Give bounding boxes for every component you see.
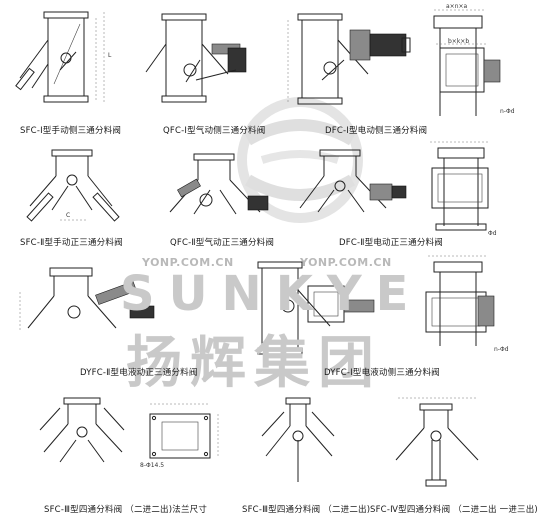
dim-a-n-a: a×n×a [446,3,468,10]
caption-dfc2: DFC-Ⅱ型电动正三通分料阀 [339,238,443,248]
caption-qfc2: QFC-Ⅱ型气动正三通分料阀 [170,238,275,248]
dim-phi-d: Φd [488,230,497,237]
drawing-dfc2 [299,149,407,213]
caption-qfc1: QFC-Ⅰ型气动侧三通分料阀 [163,126,266,136]
drawing-dyfc1 [257,261,375,355]
dim-n-phi-d-1: n-Φd [500,108,515,115]
caption-sfc4: SFC-Ⅳ型四通分料阀 （二进二出 一进三出) [370,505,538,515]
drawing-qfc2 [169,153,269,215]
caption-sfc3: SFC-Ⅲ型四通分料阀 （二进二出) [242,505,371,515]
dim-b-k-b: b×k×b [448,38,470,45]
caption-sfc3-flange: SFC-Ⅲ型四通分料阀 （二进二出)法兰尺寸 [44,505,208,515]
dim-n-phi-d-2: n-Φd [494,346,509,353]
caption-sfc1: SFC-Ⅰ型手动侧三通分料阀 [20,126,122,136]
caption-dyfc1: DYFC-Ⅰ型电液动侧三通分料阀 [324,368,440,378]
drawing-sfc4 [395,397,479,487]
drawing-flange-view-2 [430,141,490,231]
watermark-logo [237,97,363,223]
drawing-dfc1 [287,13,411,105]
drawing-dyfc2 [19,267,155,330]
drawing-qfc1 [145,13,247,103]
caption-dfc1: DFC-Ⅰ型电动侧三通分料阀 [325,126,428,136]
caption-dyfc2: DYFC-Ⅱ型电液动正三通分料阀 [80,368,198,378]
drawing-sfc3-b [261,397,335,482]
watermark-brand-en: SUNKYE [120,266,423,322]
drawing-sfc2 [26,149,120,222]
watermark-url-left: YONP.COM.CN [142,256,234,269]
drawing-flange-view-3 [425,255,495,346]
drawing-sfc1 [15,11,105,103]
dim-C: C [66,212,71,219]
drawing-flange-view-1 [433,9,501,116]
drawing-sfc3-flange [149,403,219,459]
caption-sfc2: SFC-Ⅱ型手动正三通分料阀 [20,238,123,248]
drawing-sfc3 [39,397,125,463]
dim-L: L [108,52,112,59]
watermark-url-right: YONP.COM.CN [300,256,392,269]
dim-phi-14-5: 8-Φ14.5 [140,462,165,469]
watermark-brand-cn: 扬辉集团 [126,331,382,396]
